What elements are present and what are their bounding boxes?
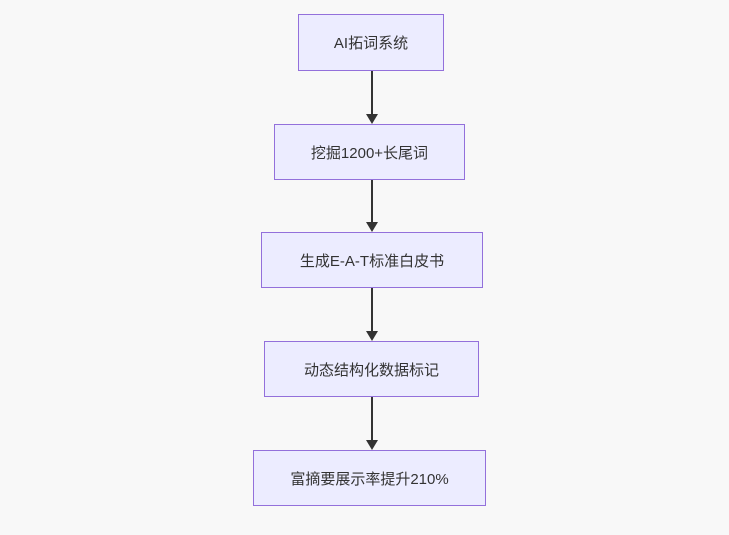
- flow-node-rich-snippet-result: 富摘要展示率提升210%: [253, 450, 486, 506]
- flow-node-label: AI拓词系统: [333, 35, 409, 52]
- flow-node-structured-data-markup: 动态结构化数据标记: [264, 341, 479, 397]
- flow-node-ai-keyword-system: AI拓词系统: [298, 14, 444, 71]
- arrow-shaft: [370, 71, 373, 116]
- arrowhead-down-icon: [365, 114, 378, 124]
- flow-node-label: 富摘要展示率提升210%: [290, 470, 449, 488]
- arrow-shaft: [370, 288, 373, 333]
- flow-edge-2: [362, 180, 381, 232]
- flow-node-label: 生成E-A-T标准白皮书: [299, 252, 445, 270]
- arrowhead-down-icon: [365, 222, 378, 232]
- arrow-shaft: [370, 397, 373, 442]
- flow-edge-1: [362, 71, 381, 124]
- flow-edge-3: [362, 288, 381, 341]
- flow-node-label: 挖掘1200+长尾词: [310, 144, 429, 162]
- flow-edge-4: [362, 397, 381, 450]
- flow-node-eat-whitepaper: 生成E-A-T标准白皮书: [261, 232, 483, 288]
- arrowhead-down-icon: [365, 440, 378, 450]
- flow-node-longtail-mining: 挖掘1200+长尾词: [274, 124, 465, 180]
- flow-node-label: 动态结构化数据标记: [303, 361, 439, 379]
- arrow-shaft: [370, 180, 373, 224]
- arrowhead-down-icon: [365, 331, 378, 341]
